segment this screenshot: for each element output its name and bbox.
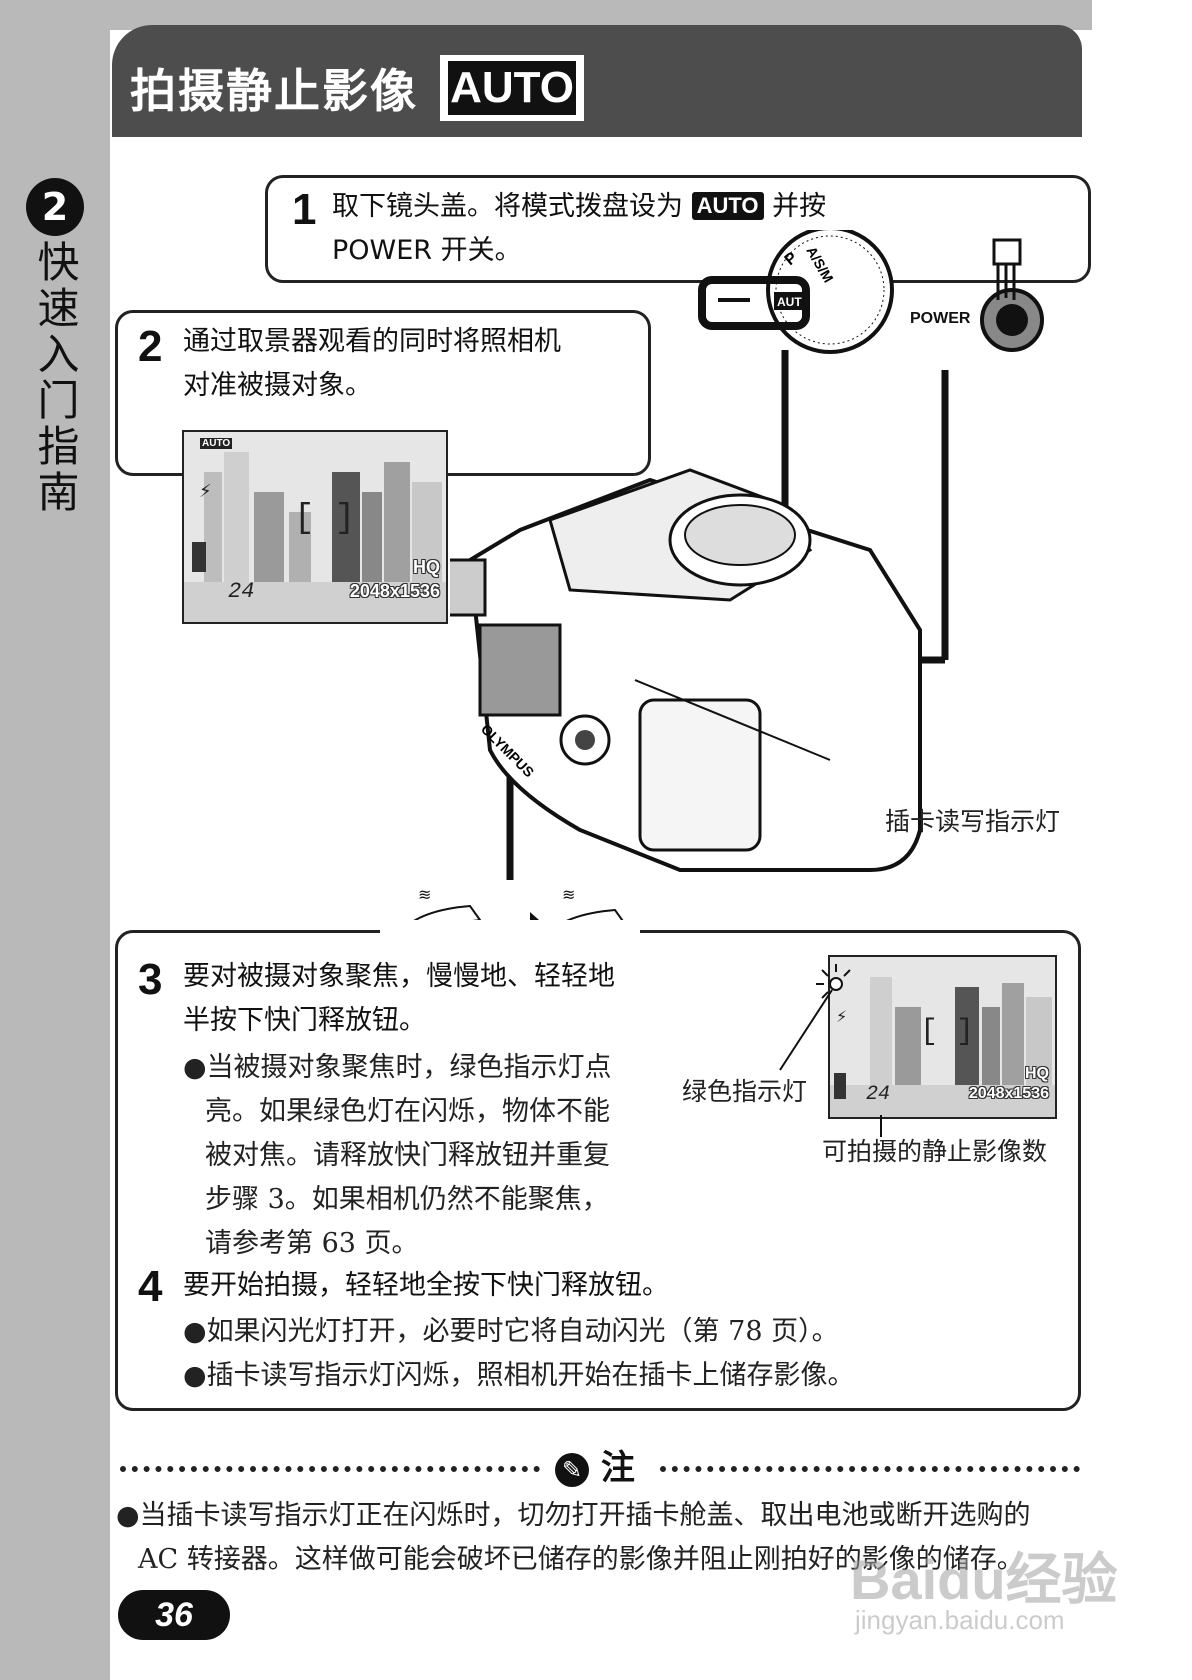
chapter-title: 快速入门指南 [31, 240, 80, 516]
remaining-shots-callout: 可拍摄的静止影像数 [822, 1137, 1048, 1166]
auto-icon: AUTO [691, 192, 764, 220]
step3-bullet: ●当被摄对象聚焦时，绿色指示灯点 亮。如果绿色灯在闪烁，物体不能 被对焦。请释放… [183, 1052, 612, 1259]
green-lamp-indicator [779, 964, 851, 1071]
step1-box [265, 175, 1091, 283]
note-icon: ✎ [555, 1452, 589, 1487]
city-skyline-image-2: ⚡ [830, 957, 1055, 1117]
card-lamp-callout: 插卡读写指示灯 [885, 807, 1061, 836]
page-title: 拍摄静止影像 [130, 64, 418, 118]
chapter-number: 2 [26, 178, 84, 236]
af-target-brackets: [ ] [294, 500, 356, 538]
step4-bullets: ●如果闪光灯打开，必要时它将自动闪光（第 78 页）。 ●插卡读写指示灯闪烁，照… [183, 1316, 855, 1391]
auto-mode-badge: AUTO [440, 55, 584, 121]
city-skyline-image: ⚡ [184, 432, 446, 622]
watermark-logo: Baidu经验 [850, 1548, 1118, 1611]
frame-count-2: 24 [866, 1083, 891, 1106]
step4-number: 4 [138, 1262, 163, 1311]
quality-indicator-2: HQ [1025, 1065, 1049, 1082]
dial-auto-icon [774, 292, 808, 310]
svg-text:⚡: ⚡ [199, 481, 212, 502]
lcd-preview-1: ⚡ AUTO [ ] HQ 24 2048x1536 [182, 430, 448, 624]
note-divider-left [120, 1466, 540, 1472]
page-header [112, 25, 1082, 137]
camera-illustration: AUTO P A/S/M OLYMPUS [450, 230, 1044, 880]
step2-number: 2 [138, 322, 163, 371]
green-lamp-callout: 绿色指示灯 [682, 1077, 808, 1106]
auto-mode-indicator: AUTO [200, 438, 233, 449]
power-label: POWER [910, 310, 971, 327]
step34-box-gap [380, 920, 640, 940]
watermark-url: jingyan.baidu.com [855, 1605, 1065, 1635]
lcd-preview-2: ⚡ [ ] HQ 24 2048x1536 [828, 955, 1057, 1119]
step1-text: 取下镜头盖。将模式拨盘设为 AUTO 并按 POWER 开关。 [332, 191, 827, 266]
resolution-indicator: 2048x1536 [349, 581, 440, 601]
svg-text:⚡: ⚡ [836, 1007, 847, 1026]
svg-text:≋: ≋ [562, 885, 575, 904]
af-target-brackets-2: [ ] [920, 1015, 975, 1049]
step4-text: 要开始拍摄，轻轻地全按下快门释放钮。 [183, 1270, 669, 1301]
svg-text:≋: ≋ [418, 885, 431, 904]
remaining-pointer [880, 1115, 882, 1137]
note-heading: ✎ 注 [555, 1440, 635, 1489]
quality-indicator: HQ [413, 557, 440, 577]
note-body: ●当插卡读写指示灯正在闪烁时，切勿打开插卡舱盖、取出电池或断开选购的 AC 转接… [116, 1500, 1031, 1575]
step3-text: 要对被摄对象聚焦，慢慢地、轻轻地半按下快门释放钮。 [183, 961, 615, 1036]
step2-text: 通过取景器观看的同时将照相机对准被摄对象。 [183, 326, 561, 401]
chapter-sidebar [0, 0, 110, 1680]
step3-number: 3 [138, 955, 163, 1004]
page-number: 36 [118, 1590, 230, 1640]
resolution-indicator-2: 2048x1536 [968, 1085, 1049, 1102]
note-divider-right [660, 1466, 1080, 1472]
step1-number: 1 [292, 185, 317, 234]
frame-count: 24 [228, 579, 255, 604]
